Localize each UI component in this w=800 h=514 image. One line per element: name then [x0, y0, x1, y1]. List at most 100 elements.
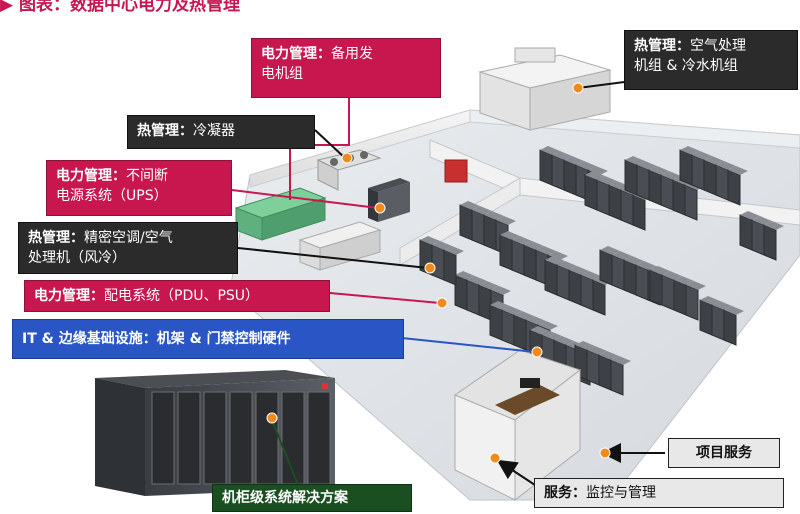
label-power-ups: 电力管理：不间断 电源系统（UPS）	[46, 160, 232, 216]
rack-unit	[672, 179, 686, 216]
rack-unit	[523, 244, 537, 281]
rack-unit	[596, 179, 610, 216]
rack-unit	[751, 219, 765, 256]
label-power-pdu-key: 电力管理：	[34, 288, 104, 304]
label-it-edge-infrastructure: IT & 边缘基础设施：机架 & 门禁控制硬件	[12, 319, 404, 359]
rack-top	[564, 156, 584, 165]
label-power-backup-value: 备用发	[331, 46, 373, 62]
rack-unit	[699, 299, 713, 336]
label-thermal-ahu-value: 空气处理	[690, 38, 746, 54]
rack-unit	[679, 149, 693, 186]
rack-unit	[635, 264, 649, 301]
rack-unit	[598, 354, 612, 391]
rack-top	[585, 171, 605, 180]
rack-top	[548, 251, 568, 260]
rack-unit	[584, 174, 598, 211]
rack-top	[540, 146, 560, 155]
rack-top	[569, 266, 589, 275]
rack-unit	[685, 284, 699, 321]
orange-markers	[266, 82, 611, 464]
label-thermal-prec-value-2: 处理机（风冷）	[28, 250, 126, 266]
rack-top	[467, 276, 487, 285]
rack-top	[612, 251, 632, 260]
rack-unit	[459, 204, 473, 241]
marker-project	[599, 447, 611, 459]
rack-unit	[703, 159, 717, 196]
marker-precision-ac	[424, 262, 436, 274]
label-thermal-condenser: 热管理：冷凝器	[127, 115, 315, 149]
label-thermal-prec-value: 精密空调/空气	[84, 230, 173, 246]
rack-top	[581, 271, 601, 280]
label-power-pdu: 电力管理：配电系统（PDU、PSU）	[24, 280, 330, 312]
label-thermal-ahu-key: 热管理：	[634, 38, 690, 54]
rack-unit	[568, 269, 582, 306]
rack-top	[597, 176, 617, 185]
leader-thermal-prec	[237, 247, 429, 269]
label-power-ups-value-2: 电源系统（UPS）	[56, 188, 168, 204]
rack-unit	[673, 279, 687, 316]
rack-unit	[608, 184, 622, 221]
rack-top	[609, 181, 629, 190]
rack-top	[444, 246, 464, 255]
label-thermal-precision-ac: 热管理：精密空调/空气 处理机（风冷）	[18, 222, 238, 274]
label-power-backup-value-2: 电机组	[261, 66, 303, 82]
rack-unit	[501, 309, 515, 346]
rack-top	[552, 151, 572, 160]
marker-ups	[374, 202, 386, 214]
rack-unit	[684, 184, 698, 221]
rack-unit	[632, 194, 646, 231]
label-project-service: 项目服务	[668, 438, 780, 468]
cabinet-door	[177, 391, 201, 485]
marker-it-edge	[531, 346, 543, 358]
rack-unit	[661, 274, 675, 311]
marker-service	[489, 452, 501, 464]
label-service-key: 服务：	[544, 485, 586, 501]
rack-top	[502, 306, 522, 315]
label-project-service-text: 项目服务	[696, 445, 752, 461]
rack-top	[704, 156, 724, 165]
rack-unit	[648, 169, 662, 206]
rack-top	[536, 246, 556, 255]
rack-top	[530, 326, 550, 335]
rack-unit	[727, 169, 741, 206]
label-power-backup-key: 电力管理：	[261, 46, 331, 62]
rack-unit	[586, 349, 600, 386]
rack-unit	[539, 149, 553, 186]
backup-generator	[234, 187, 327, 241]
rack-unit	[739, 214, 753, 251]
rack-unit	[723, 309, 737, 346]
label-thermal-ahu-value-2: 机组 & 冷水机组	[634, 58, 738, 74]
rack-top	[490, 301, 510, 310]
rack-top	[637, 161, 657, 170]
marker-ahu	[572, 82, 584, 94]
rack-top	[514, 311, 534, 320]
rack-unit	[483, 214, 497, 251]
rack-top	[479, 281, 499, 290]
rack-unit	[649, 269, 663, 306]
rack-unit	[551, 154, 565, 191]
rack-top	[576, 161, 596, 170]
rack-unit	[563, 159, 577, 196]
rack-top	[686, 281, 706, 290]
rack-unit	[431, 244, 445, 281]
red-equipment	[444, 159, 468, 183]
label-thermal-cond-value: 冷凝器	[193, 123, 235, 139]
marker-pdu	[436, 297, 448, 309]
cabinet-door	[203, 391, 227, 485]
rack-unit	[580, 274, 594, 311]
ups-cabinets	[368, 178, 410, 222]
rack-top	[636, 261, 656, 270]
label-it-edge-text: IT & 边缘基础设施：机架 & 门禁控制硬件	[22, 331, 291, 347]
leader-it-edge	[401, 337, 536, 353]
rack-top	[724, 306, 744, 315]
rack-top	[491, 286, 511, 295]
rack-unit	[599, 249, 613, 286]
rack-top	[460, 201, 480, 210]
label-service-value: 监控与管理	[586, 485, 656, 501]
rack-top	[661, 171, 681, 180]
rack-top	[557, 261, 577, 270]
rack-unit	[636, 164, 650, 201]
rack-unit	[544, 259, 558, 296]
rack-unit	[711, 304, 725, 341]
